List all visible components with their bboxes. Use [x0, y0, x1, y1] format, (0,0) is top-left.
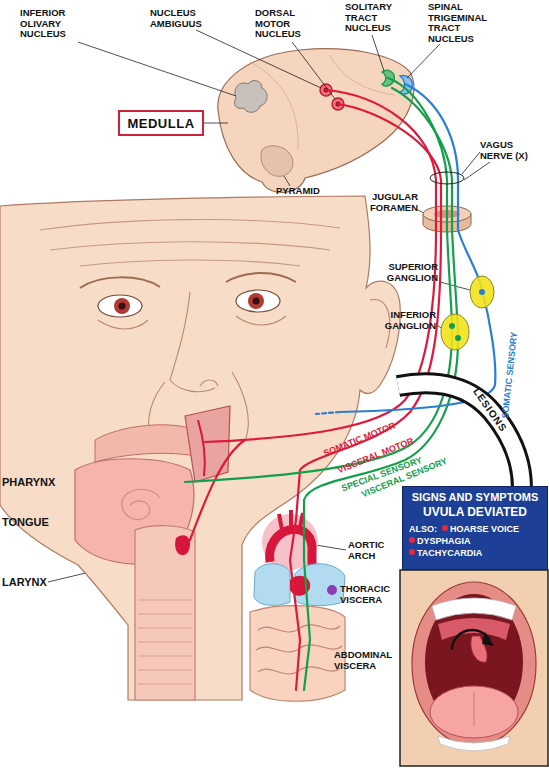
larynx — [135, 526, 195, 700]
eye — [98, 295, 142, 317]
structure-label: PHARYNX — [2, 476, 55, 489]
tongue-inset — [430, 686, 518, 738]
structure-label: LARYNX — [2, 576, 47, 589]
aortic-branch — [279, 510, 303, 530]
iris — [114, 298, 130, 314]
structure-label: ABDOMINAL VISCERA — [334, 650, 400, 671]
mouth-inset — [400, 570, 548, 766]
structure-label: JUGULAR FORAMEN — [358, 192, 418, 213]
pyramid-tract — [261, 146, 293, 176]
nerve-ring — [430, 172, 464, 184]
symptom-main: UVULA DEVIATED — [409, 505, 541, 520]
leader-line — [204, 123, 228, 124]
eyebrow — [80, 277, 160, 288]
leader-line — [464, 162, 490, 180]
trachea-rings — [138, 600, 192, 684]
symptom-item: TACHYCARDIA — [409, 547, 482, 559]
ring — [138, 670, 192, 671]
ganglion-cell — [449, 323, 455, 329]
inferior-ganglion — [441, 314, 469, 350]
olivary-nucleus — [234, 81, 267, 113]
structure-label: SUPERIOR GANGLION — [376, 262, 438, 283]
structure-label: NUCLEUS AMBIGUUS — [150, 8, 222, 29]
leader-line — [284, 176, 290, 186]
tongue-groove — [474, 692, 475, 726]
ring — [138, 600, 192, 601]
structure-label: AORTIC ARCH — [348, 540, 400, 561]
wrinkle — [50, 242, 330, 250]
wrinkle — [80, 260, 300, 266]
ganglion-cell — [455, 335, 461, 341]
intestine-coil — [258, 667, 340, 674]
iris — [248, 293, 264, 309]
leader-line — [78, 42, 236, 96]
symptom-item: DYSPHAGIA — [409, 535, 471, 547]
box-heading: SIGNS AND SYMPTOMS — [409, 491, 541, 503]
nerve-label: VAGUS NERVE (X) — [480, 140, 545, 161]
leader-line — [407, 44, 440, 78]
structure-label: INFERIOR GANGLION — [374, 310, 436, 331]
structure-label: SPINAL TRIGEMINAL TRACT NUCLEUS — [428, 2, 504, 44]
structure-label: INFERIOR OLIVARY NUCLEUS — [20, 8, 100, 40]
upper-teeth — [432, 598, 516, 620]
ring — [138, 642, 192, 643]
leader-line — [372, 35, 384, 71]
fibre-label: SOMATIC SENSORY — [500, 331, 520, 419]
ring — [138, 628, 192, 629]
pupil — [253, 298, 260, 305]
leader-line — [316, 545, 346, 550]
structure-label: TONGUE — [2, 516, 49, 529]
structure-label: SOLITARY TRACT NUCLEUS — [345, 2, 407, 34]
medulla-contour — [330, 55, 395, 95]
eye-bag — [98, 320, 148, 329]
eye — [236, 290, 280, 312]
lip — [95, 425, 196, 462]
nostril — [200, 380, 218, 386]
cheek-line — [232, 372, 248, 438]
structure-label: DORSAL MOTOR NUCLEUS — [255, 8, 313, 40]
somatic-sensory-fibre — [340, 84, 495, 412]
ganglion-cell — [479, 289, 485, 295]
face-lines — [98, 292, 390, 440]
pupil — [119, 303, 126, 310]
ring — [138, 684, 192, 685]
special-sensory-fibre — [185, 78, 452, 482]
somatic-sensory-fibre — [316, 412, 340, 414]
esophagus-dot — [327, 585, 337, 595]
nose — [170, 292, 215, 392]
symptom-box: SIGNS AND SYMPTOMS UVULA DEVIATED ALSO: HOA… — [402, 486, 548, 570]
superior-ganglion — [470, 276, 494, 308]
tongue-texture — [122, 489, 160, 519]
ring — [138, 614, 192, 615]
structure-label: THORACIC VISCERA — [340, 584, 400, 605]
ring — [138, 656, 192, 657]
structure-label: PYRAMID — [276, 186, 336, 197]
eyebrow — [226, 273, 296, 282]
forehead-wrinkles — [40, 220, 340, 266]
lower-teeth — [438, 736, 510, 751]
arrow-head — [482, 632, 494, 646]
symptom-note: ALSO: — [409, 523, 437, 535]
pharynx — [185, 406, 230, 482]
lung — [254, 564, 290, 606]
epiglottis — [175, 535, 190, 555]
wrinkle — [40, 220, 340, 230]
structure-name: MEDULLA — [127, 116, 194, 131]
symptom-item: HOARSE VOICE — [442, 523, 519, 535]
structure-box: MEDULLA — [118, 110, 204, 136]
lips — [412, 582, 536, 746]
somatic-motor-fibre — [190, 440, 245, 540]
pharynx-muscle — [198, 420, 205, 476]
eye-bag — [236, 316, 286, 325]
